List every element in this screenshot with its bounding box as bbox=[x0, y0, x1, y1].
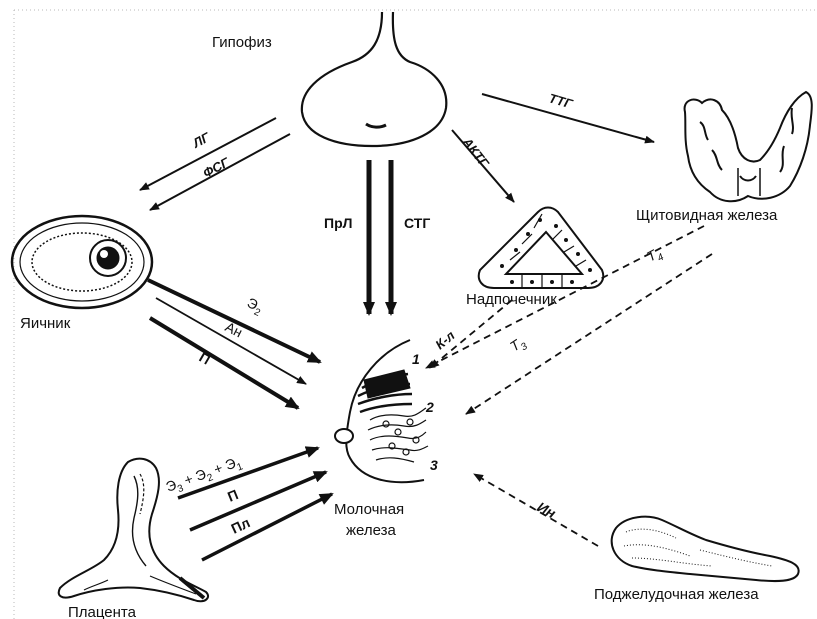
pituitary-label: Гипофиз bbox=[212, 34, 272, 51]
mammary-label-line1: Молочная bbox=[334, 501, 404, 518]
arrow-pl bbox=[202, 494, 332, 560]
pituitary-drawing bbox=[302, 12, 446, 146]
arrow-t3 bbox=[466, 254, 712, 414]
thyroid-drawing bbox=[685, 92, 812, 201]
hormone-t3-label: Т3 bbox=[507, 333, 530, 358]
hormone-prl-label: ПрЛ bbox=[324, 215, 352, 231]
hormone-ttg-label: ТТГ bbox=[547, 90, 575, 111]
hormone-e2-label: Э2 bbox=[243, 294, 266, 319]
hormone-fsg-label: ФСГ bbox=[200, 154, 232, 181]
marker-3: 3 bbox=[430, 457, 438, 473]
mammary-label-line2: железа bbox=[346, 522, 397, 539]
hormone-lg-label: ЛГ bbox=[189, 129, 213, 151]
ovary-drawing bbox=[12, 216, 152, 308]
hormone-t4-label: Т4 bbox=[644, 244, 666, 268]
adrenal-drawing bbox=[479, 208, 603, 289]
thyroid-label: Щитовидная железа bbox=[636, 207, 778, 224]
pancreas-drawing bbox=[612, 517, 799, 581]
marker-2: 2 bbox=[425, 399, 434, 415]
ovary-label: Яичник bbox=[20, 315, 71, 332]
marker-1: 1 bbox=[412, 351, 420, 367]
hormone-p-ovary-label: П bbox=[197, 349, 214, 368]
hormone-stg-label: СТГ bbox=[404, 215, 430, 231]
pancreas-label: Поджелудочная железа bbox=[594, 586, 759, 603]
hormone-in-label: Ин bbox=[535, 499, 559, 522]
adrenal-label: Надпочечник bbox=[466, 291, 557, 308]
placenta-label: Плацента bbox=[68, 604, 137, 619]
hormone-pl-label: Пл bbox=[229, 514, 253, 537]
arrow-an bbox=[156, 298, 306, 384]
hormone-p-placenta-label: П bbox=[225, 486, 240, 505]
hormone-aktg-label: АКТГ bbox=[459, 134, 493, 171]
